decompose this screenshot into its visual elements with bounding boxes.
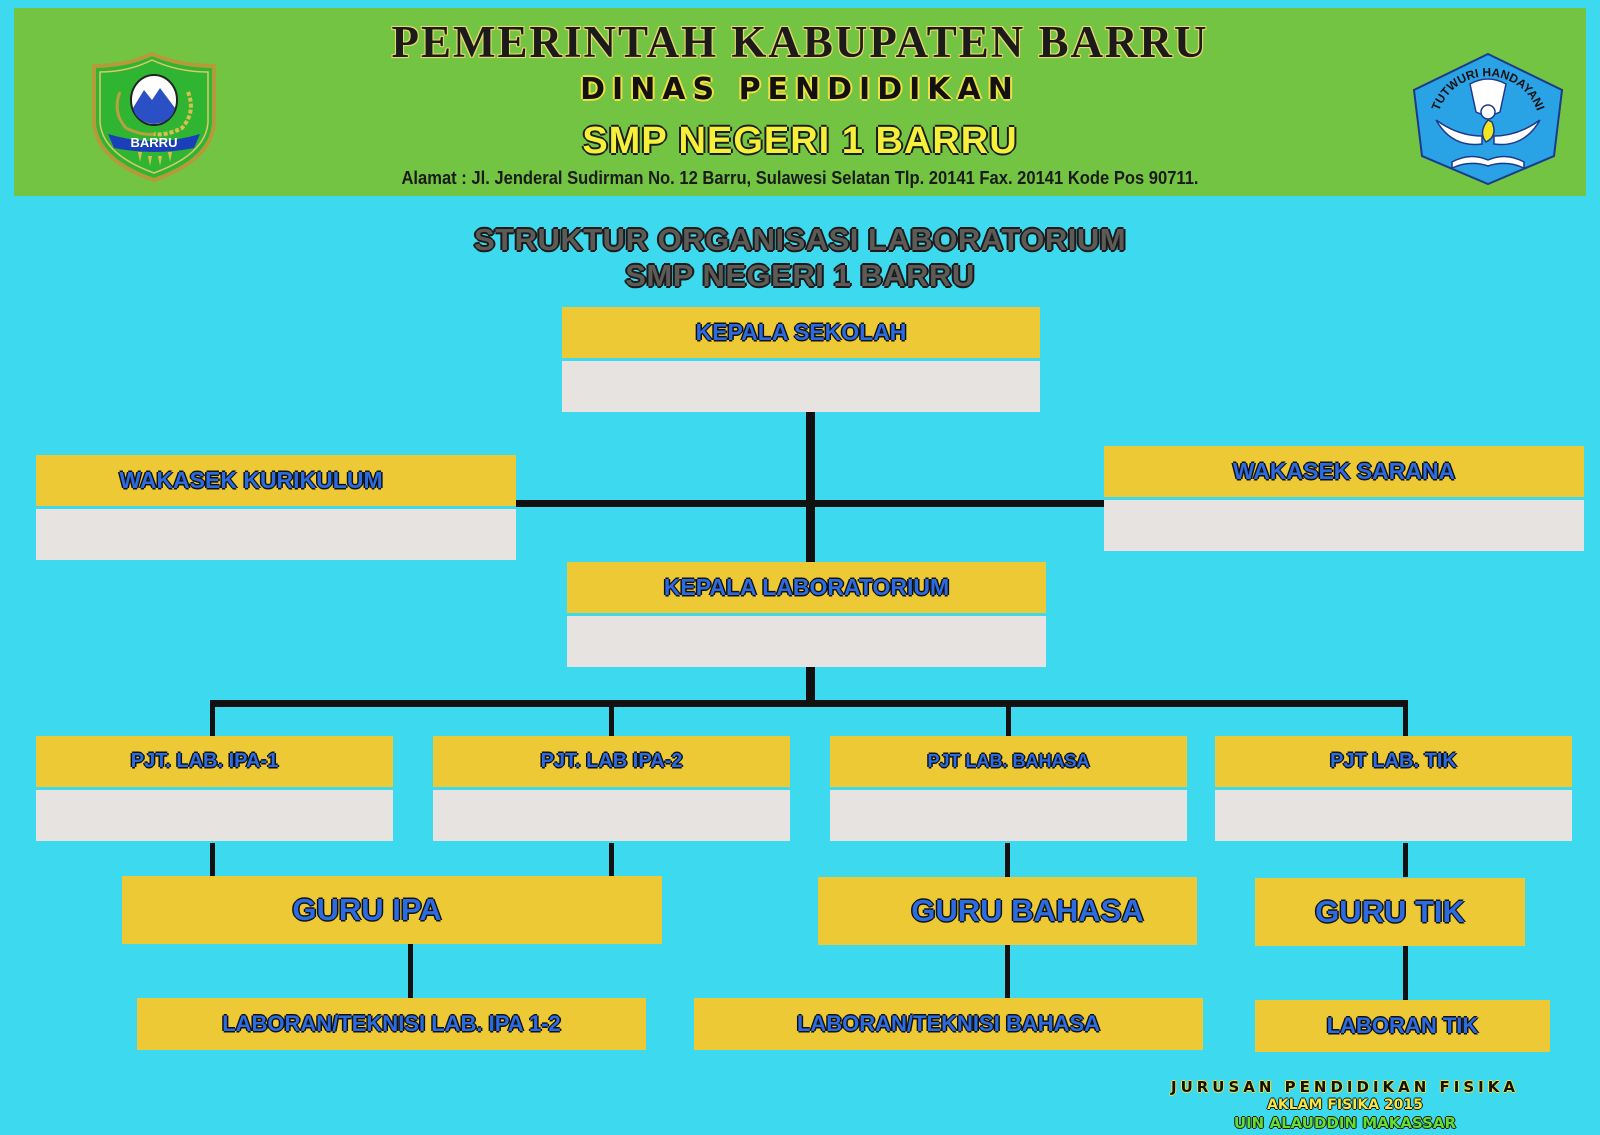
node-laboran-bahasa: LABORAN/TEKNISI BAHASA: [694, 998, 1203, 1050]
chart-title: STRUKTUR ORGANISASI LABORATORIUM: [473, 222, 1127, 257]
node-name-field: [433, 790, 790, 841]
node-label: PJT. LAB IPA-2: [433, 736, 790, 787]
node-label: PJT LAB. BAHASA: [830, 736, 1187, 787]
node-laboran-ipa: LABORAN/TEKNISI LAB. IPA 1-2: [137, 998, 646, 1050]
government-title: PEMERINTAH KABUPATEN BARRU: [391, 17, 1209, 67]
node-name-field: [1104, 500, 1584, 551]
connector: [1403, 843, 1408, 877]
footer-group: AKLAM FISIKA 2015: [1267, 1097, 1423, 1113]
node-label: KEPALA SEKOLAH: [562, 307, 1040, 358]
node-guru-tik: GURU TIK: [1255, 878, 1525, 946]
connector: [1403, 700, 1408, 736]
node-wakasek-sarana: WAKASEK SARANA: [1104, 446, 1584, 551]
connector: [408, 944, 413, 998]
node-label: LABORAN TIK: [1255, 1000, 1550, 1052]
connector: [806, 666, 815, 704]
node-label: GURU TIK: [1255, 878, 1525, 946]
department-title: DINAS PENDIDIKAN: [580, 72, 1020, 107]
tutwuri-handayani-icon: TUTWURI HANDAYANI: [1412, 52, 1564, 186]
footer-department: JURUSAN PENDIDIKAN FISIKA: [1171, 1078, 1519, 1096]
node-label: LABORAN/TEKNISI LAB. IPA 1-2: [137, 998, 646, 1050]
node-label: KEPALA LABORATORIUM: [567, 562, 1046, 613]
node-label: PJT LAB. TIK: [1215, 736, 1572, 787]
connector: [1005, 945, 1010, 999]
node-laboran-tik: LABORAN TIK: [1255, 1000, 1550, 1052]
barru-regency-shield-icon: BARRU: [92, 52, 216, 182]
connector: [1005, 843, 1010, 877]
connector: [1403, 946, 1408, 1000]
node-name-field: [36, 509, 516, 560]
connector: [1006, 700, 1011, 736]
node-label: LABORAN/TEKNISI BAHASA: [694, 998, 1203, 1050]
node-pjt-lab-ipa-2: PJT. LAB IPA-2: [433, 736, 790, 841]
node-guru-bahasa: GURU BAHASA: [818, 877, 1197, 945]
node-name-field: [562, 361, 1040, 412]
node-name-field: [36, 790, 393, 841]
footer-university: UIN ALAUDDIN MAKASSAR: [1233, 1114, 1457, 1132]
node-pjt-lab-ipa-1: PJT. LAB. IPA-1: [36, 736, 393, 841]
node-label: GURU IPA: [122, 876, 662, 944]
connector: [609, 843, 614, 876]
letterhead: BARRU PEMERINTAH KABUPATEN BARRU DINAS P…: [14, 8, 1586, 196]
school-address: Alamat : Jl. Jenderal Sudirman No. 12 Ba…: [401, 168, 1199, 188]
node-label: GURU BAHASA: [818, 877, 1197, 945]
node-label: WAKASEK KURIKULUM: [36, 455, 516, 506]
node-label: PJT. LAB. IPA-1: [36, 736, 393, 787]
connector: [609, 700, 614, 736]
node-wakasek-kurikulum: WAKASEK KURIKULUM: [36, 455, 516, 560]
node-name-field: [830, 790, 1187, 841]
connector: [210, 843, 215, 876]
school-title: SMP NEGERI 1 BARRU: [582, 120, 1018, 162]
connector: [210, 700, 215, 736]
node-name-field: [1215, 790, 1572, 841]
node-label: WAKASEK SARANA: [1104, 446, 1584, 497]
connector: [806, 412, 815, 562]
connector: [210, 700, 1408, 707]
node-kepala-laboratorium: KEPALA LABORATORIUM: [567, 562, 1046, 667]
connector: [516, 500, 1104, 507]
node-name-field: [567, 616, 1046, 667]
node-pjt-lab-tik: PJT LAB. TIK: [1215, 736, 1572, 841]
chart-subtitle: SMP NEGERI 1 BARRU: [625, 258, 975, 293]
node-pjt-lab-bahasa: PJT LAB. BAHASA: [830, 736, 1187, 841]
svg-text:BARRU: BARRU: [131, 135, 178, 150]
node-kepala-sekolah: KEPALA SEKOLAH: [562, 307, 1040, 412]
node-guru-ipa: GURU IPA: [122, 876, 662, 944]
